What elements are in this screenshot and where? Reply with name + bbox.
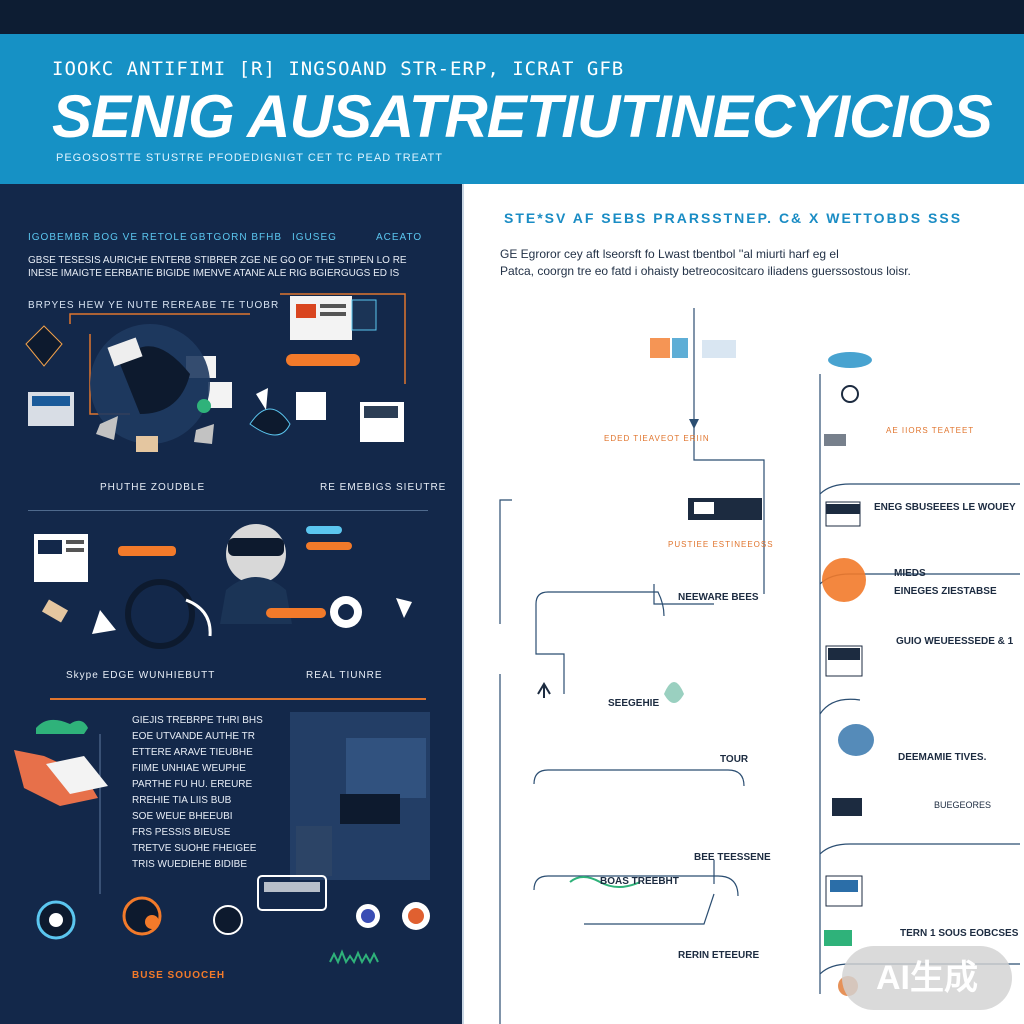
collage-illustration bbox=[25, 293, 406, 452]
list-item: TRETVE SUOHE FHEIGEE bbox=[132, 843, 257, 854]
middle-illustration bbox=[34, 524, 412, 649]
top-bar bbox=[0, 0, 1024, 34]
ai-generated-badge: AI生成 bbox=[842, 946, 1012, 1010]
diagram-label: SEEGEHIE bbox=[608, 698, 660, 709]
header-subtitle: PEGOSOSTTE STUSTRE PFODEDIGNIGT CET TC P… bbox=[56, 152, 443, 164]
section-label: IGOBEMBR BOG VE RETOLE bbox=[28, 232, 188, 243]
diagram-label: MIEDS bbox=[894, 568, 926, 579]
diagram-label: AE IIORS TEATEET bbox=[886, 426, 975, 435]
diagram-label: PUSTIEE ESTINEEOSS bbox=[668, 540, 774, 549]
list-item: RREHIE TIA LIIS BUB bbox=[132, 795, 232, 806]
flow-diagram bbox=[499, 308, 1020, 1024]
list-item: SOE WEUE BHEEUBI bbox=[132, 811, 233, 822]
right-panel: STE*SV AF SEBS PRARSSTNEP. C& X WETTOBDS… bbox=[464, 184, 1024, 1024]
diagram-label: GUIO WEUEESSEDE & 1 bbox=[896, 636, 1014, 647]
paragraph-line: GE Egroror cey aft lseorsft fo Lwast tbe… bbox=[500, 247, 839, 261]
header-banner: IOOKC ANTIFIMI [R] INGSOAND STR-ERP, ICR… bbox=[0, 34, 1024, 184]
page-title: SENIG AUSATRETIUTINECYICIOS bbox=[52, 83, 993, 150]
bottom-caption: BUSE SOUOCEH bbox=[132, 970, 226, 981]
diagram-label: EINEGES ZIESTABSE bbox=[894, 586, 997, 597]
section-sublabel: BRPYES HEW YE NUTE REREABE TE TUOBR bbox=[28, 300, 280, 311]
list-item: FRS PESSIS BIEUSE bbox=[132, 827, 231, 838]
diagram-label: BOAS TREEBHT bbox=[600, 876, 679, 887]
diagram-label: TERN 1 SOUS EOBCSES bbox=[900, 928, 1019, 939]
diagram-label: NEEWARE BEES bbox=[678, 592, 759, 603]
section-label: ACEATO bbox=[376, 232, 423, 243]
list-item: TRIS WUEDIEHE BIDIBE bbox=[132, 859, 248, 870]
diagram-label: BEE TEESSENE bbox=[694, 852, 771, 863]
section-label: GBTGORN BFHB bbox=[190, 232, 283, 243]
diagram-label: ENEG SBUSEEES LE WOUEY bbox=[874, 502, 1016, 513]
left-panel: IGOBEMBR BOG VE RETOLE GBTGORN BFHB IGUS… bbox=[0, 184, 462, 1024]
section-paragraph: INESE IMAIGTE EERBATIE BIGIDE IMENVE ATA… bbox=[28, 268, 400, 279]
right-paragraph: GE Egroror cey aft lseorsft fo Lwast tbe… bbox=[500, 246, 911, 280]
section-label: IGUSEG bbox=[292, 232, 337, 243]
diagram-label: DEEMAMIE TIVES. bbox=[898, 752, 987, 763]
divider-line bbox=[50, 698, 426, 700]
panel-divider bbox=[462, 184, 464, 1024]
list-item: GIEJIS TREBRPE THRI BHS bbox=[132, 715, 263, 726]
list-item: EOE UTVANDE AUTHE TR bbox=[132, 731, 255, 742]
illustration-caption: REAL TIUNRE bbox=[306, 670, 383, 681]
diagram-label: BUEGEORES bbox=[934, 800, 992, 810]
list-item: FIIME UNHIAE WEUPHE bbox=[132, 763, 246, 774]
divider-line bbox=[28, 510, 428, 511]
illustration-caption: PHUTHE ZOUDBLE bbox=[100, 482, 206, 493]
diagram-label: TOUR bbox=[720, 754, 749, 765]
diagram-label: RERIN ETEEURE bbox=[678, 950, 760, 961]
right-title: STE*SV AF SEBS PRARSSTNEP. C& X WETTOBDS… bbox=[504, 210, 963, 226]
paragraph-line: Patca, coorgn tre eo fatd i ohaisty betr… bbox=[500, 264, 911, 278]
list-item: ETTERE ARAVE TIEUBHE bbox=[132, 747, 253, 758]
illustration-caption: Skype EDGE WUNHIEBUTT bbox=[66, 670, 216, 681]
list-item: PARTHE FU HU. EREURE bbox=[132, 779, 253, 790]
header-kicker: IOOKC ANTIFIMI [R] INGSOAND STR-ERP, ICR… bbox=[52, 58, 625, 80]
illustration-caption: RE EMEBIGS SIEUTRE bbox=[320, 482, 447, 493]
diagram-label: EDED TIEAVEOT ERIIN bbox=[604, 434, 710, 443]
section-paragraph: GBSE TESESIS AURICHE ENTERB STIBRER ZGE … bbox=[28, 255, 407, 266]
bottom-illustration bbox=[14, 712, 430, 965]
